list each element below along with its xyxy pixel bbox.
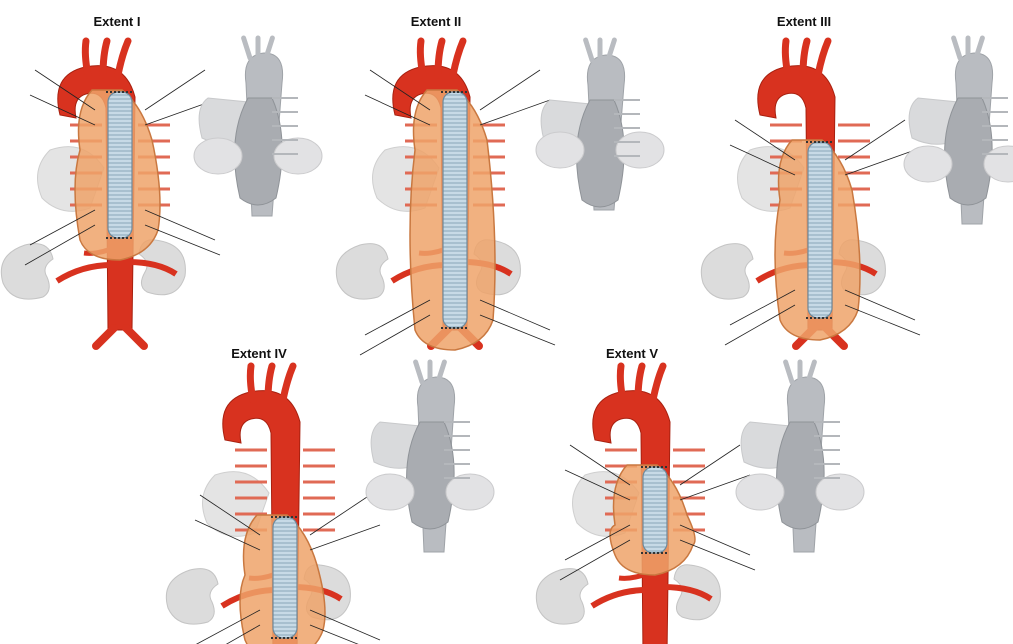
extent-2-arch-branch (438, 41, 442, 75)
extent-5-graft (643, 467, 667, 553)
extent-4-left-kidney (166, 569, 218, 625)
extent-2-leader-line (480, 100, 550, 125)
extent-2-left-kidney (336, 244, 388, 300)
extent-1-arch-branch (85, 41, 88, 75)
extent-3-arch-branch (818, 41, 828, 75)
extent-1-ref-right-kidney (274, 138, 322, 174)
extent-2-aorta-diagram (336, 41, 555, 355)
extent-5-reference-silhouette (736, 362, 864, 552)
extent-5-ref-left-kidney (736, 474, 784, 510)
extent-5-arch-branch (638, 366, 642, 400)
extent-2-leader-line (480, 315, 555, 345)
extent-2-leader-line (480, 70, 540, 110)
extent-3-left-kidney (701, 244, 753, 300)
extent-3-ref-branch (954, 38, 960, 58)
extent-3-arch-branch (785, 41, 788, 75)
extent-1-arch-branch (118, 41, 128, 75)
extent-4-arch-branch (283, 366, 293, 400)
extent-4-ref-branch (416, 362, 422, 382)
extent-3-leader-line (845, 305, 920, 335)
extent-1-leader-line (145, 70, 205, 110)
extent-5-ref-branch (786, 362, 792, 382)
extent-5-arch-branch (653, 366, 663, 400)
extent-3-aorta-diagram (701, 41, 920, 346)
extent-1-iliac-arteries (96, 328, 144, 346)
extent-1-arch-branch (103, 41, 107, 75)
extent-1-left-renal-artery (57, 265, 112, 281)
extent-1-ref-left-kidney (194, 138, 242, 174)
extent-5-left-kidney (536, 569, 588, 625)
extent-2-reference-silhouette (536, 40, 664, 210)
extent-2-graft (443, 92, 467, 328)
extent-1-reference-silhouette (194, 38, 322, 216)
extent-5-aorta-diagram (536, 366, 755, 644)
extent-4-arch-branch (268, 366, 272, 400)
extent-4-arch-branch (250, 366, 253, 400)
extent-3-arch-branch (803, 41, 807, 75)
extent-2-ref-left-kidney (536, 132, 584, 168)
extent-5-arch-branch (620, 366, 623, 400)
extent-1-aorta-diagram (1, 41, 220, 346)
extent-4-ref-left-kidney (366, 474, 414, 510)
extent-1-ref-branch (244, 38, 250, 58)
extent-1-left-kidney (1, 244, 53, 300)
extent-5-ref-right-kidney (816, 474, 864, 510)
extent-3-graft (808, 142, 832, 318)
extent-2-arch-branch (453, 41, 463, 75)
extent-5-left-renal-artery (592, 590, 647, 606)
extent-4-aorta-diagram (166, 366, 385, 644)
extent-5-ref-aneurysm (777, 422, 825, 529)
extent-2-arch-branch (420, 41, 423, 75)
extent-3-reference-silhouette (904, 38, 1013, 224)
extent-4-ref-aneurysm (407, 422, 455, 529)
extent-4-graft (273, 517, 297, 638)
extent-2-ref-right-kidney (616, 132, 664, 168)
extent-4-ref-right-kidney (446, 474, 494, 510)
extent-4-reference-silhouette (366, 362, 494, 552)
extent-1-graft (108, 92, 132, 238)
extent-3-ref-left-kidney (904, 146, 952, 182)
extent-3-ref-aneurysm (945, 98, 993, 205)
extent-2-ref-branch (586, 40, 592, 60)
